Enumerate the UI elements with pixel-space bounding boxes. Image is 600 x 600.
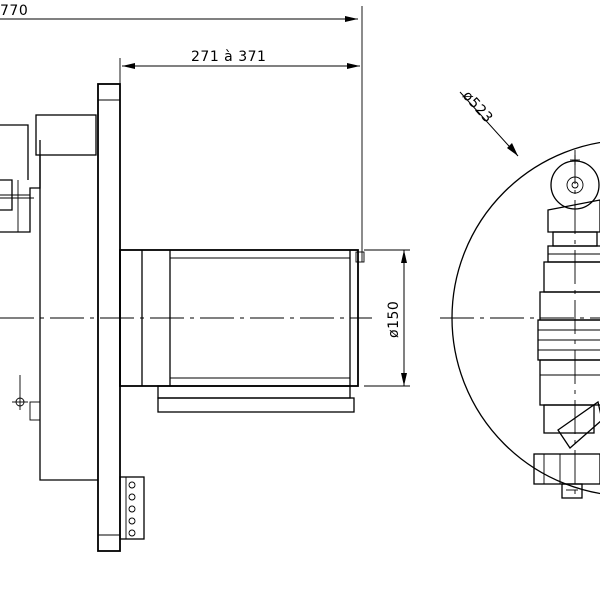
side-view: ø523 — [451, 88, 600, 500]
swing-circle — [451, 141, 600, 495]
cylinder-body — [119, 249, 365, 413]
stroke-range-label: 271 à 371 — [191, 49, 266, 65]
swing-diameter-label: ø523 — [459, 88, 496, 126]
terminal-block — [119, 476, 145, 540]
stroke-range-dimension: 271 à 371 — [119, 49, 360, 88]
mounting-flange — [97, 83, 121, 552]
bore-diameter-label: ø150 — [386, 301, 402, 338]
motor-housing — [0, 114, 98, 481]
overall-length-dimension: 770 — [0, 3, 363, 262]
overall-length-label: 770 — [0, 3, 28, 19]
bore-diameter-dimension: ø150 — [364, 249, 410, 387]
